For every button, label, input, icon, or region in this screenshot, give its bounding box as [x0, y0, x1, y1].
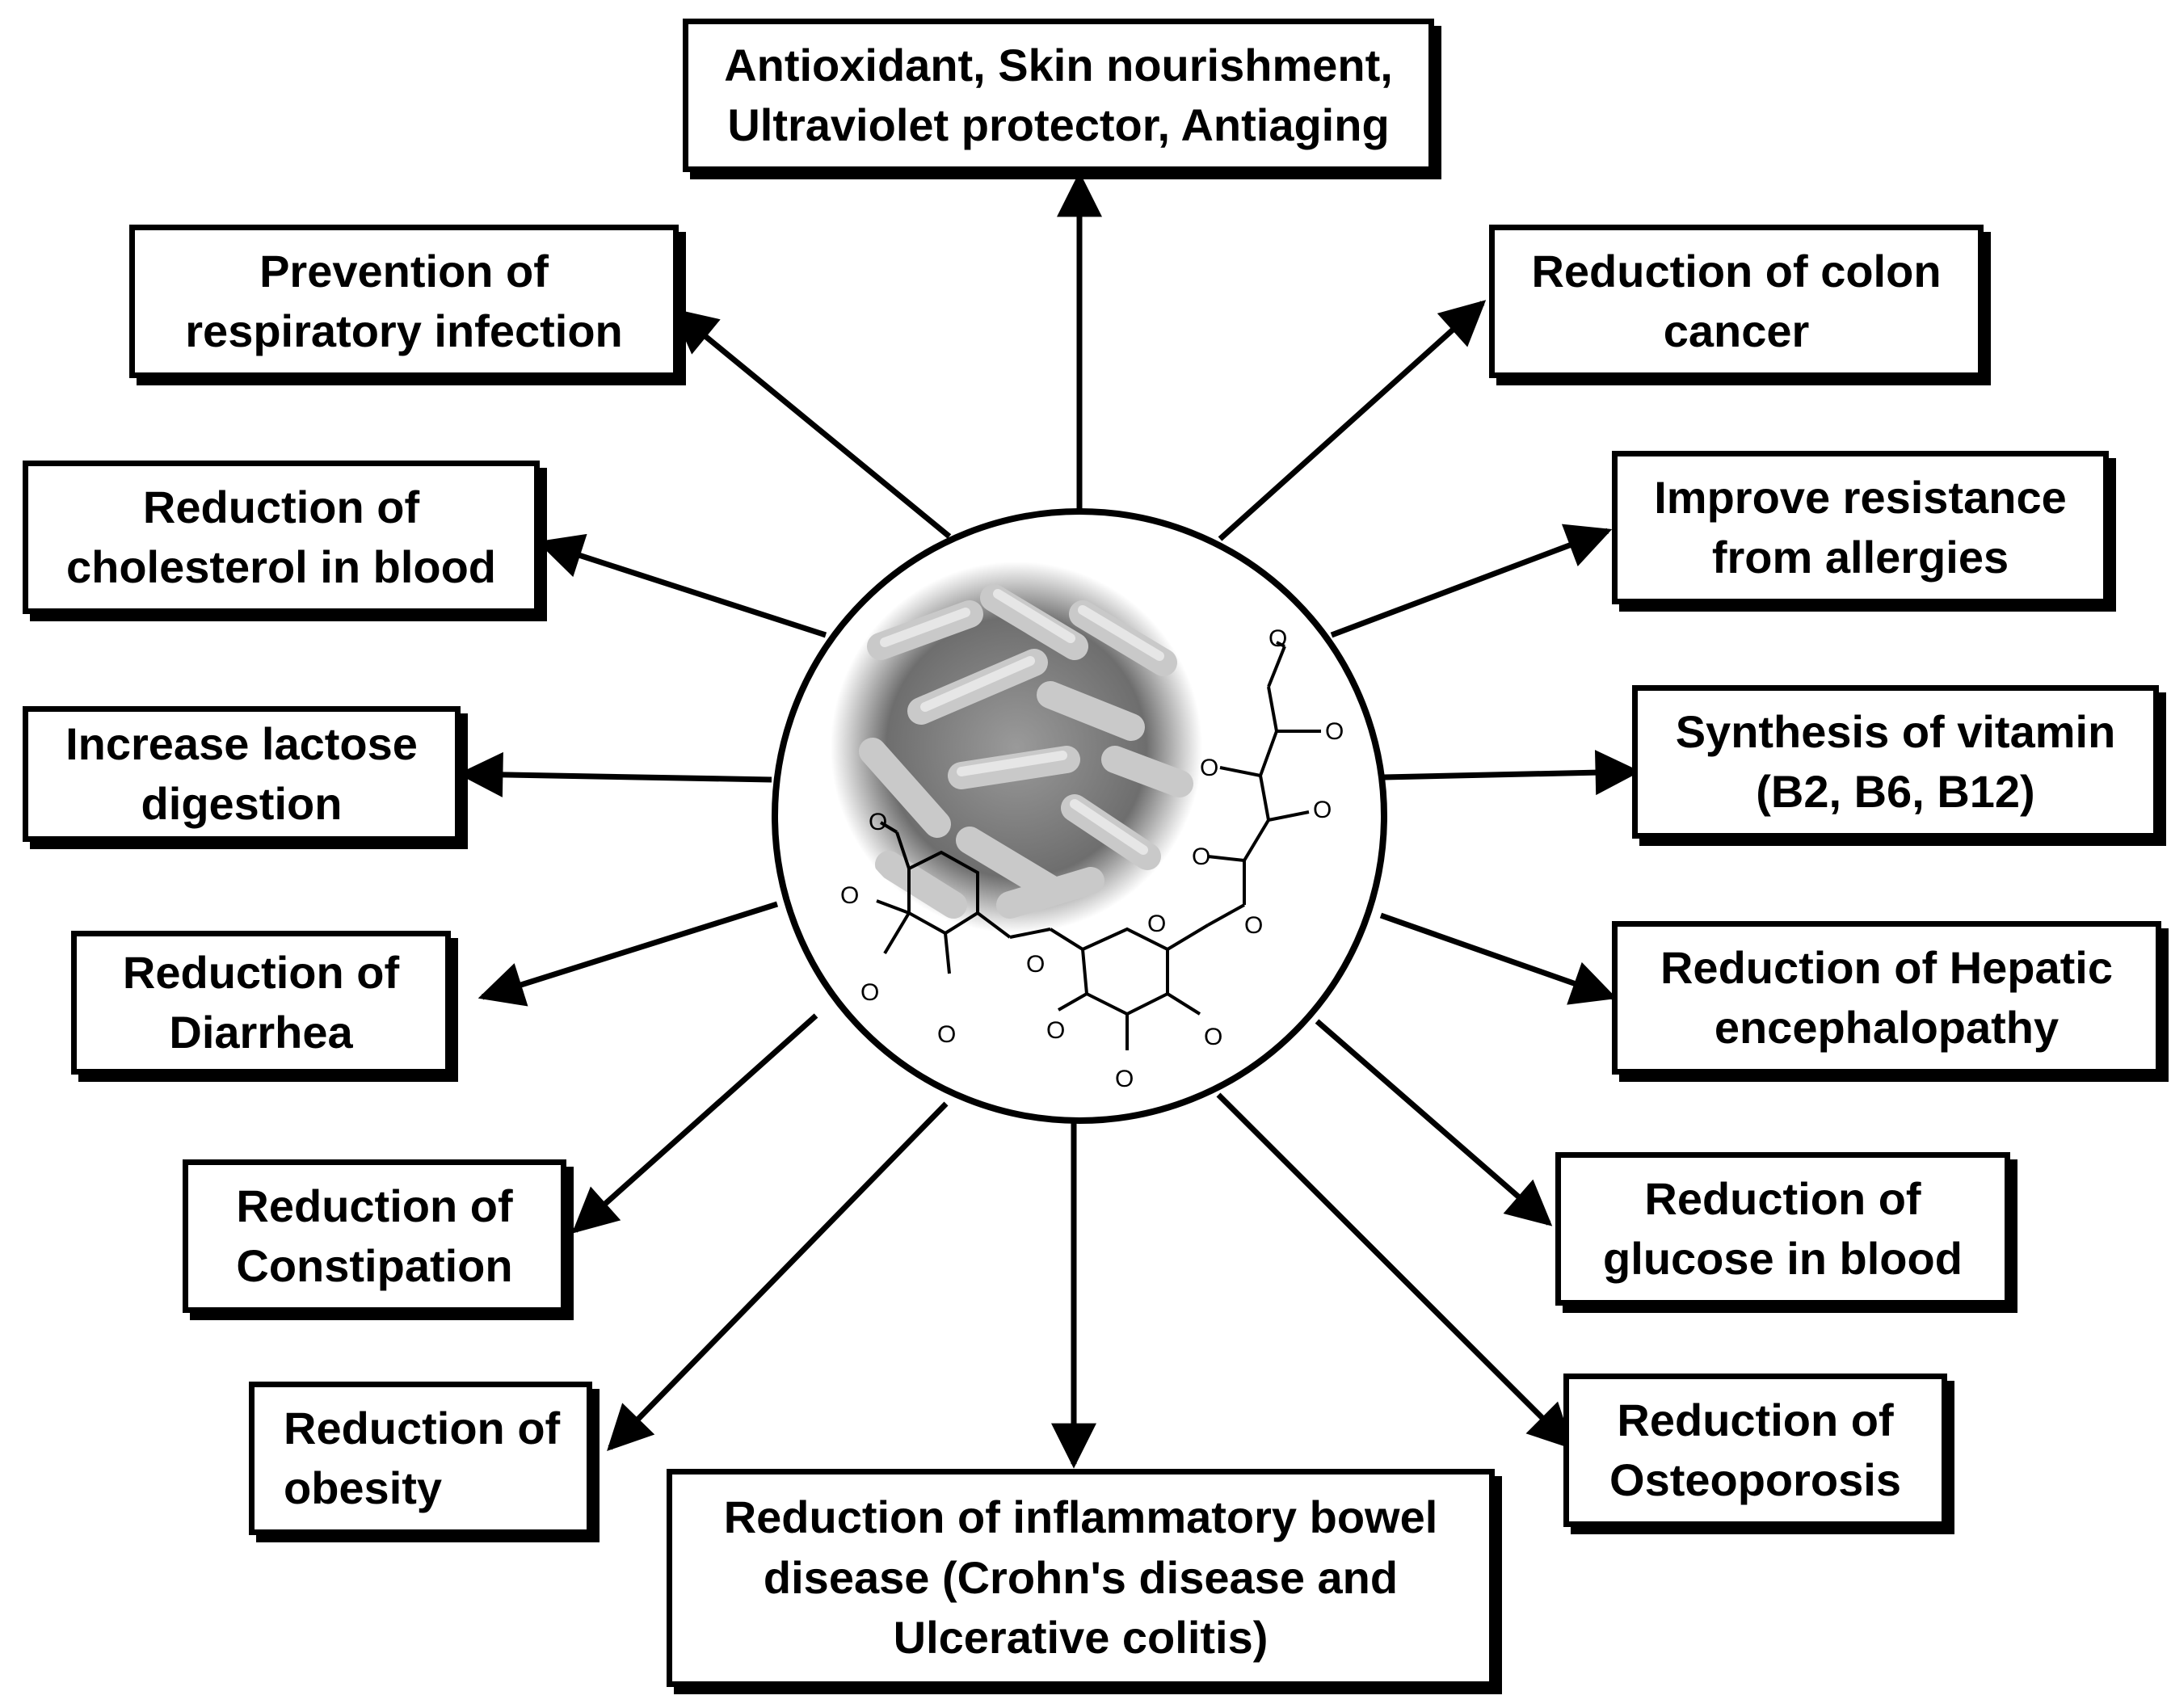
svg-text:O: O: [1046, 1017, 1065, 1044]
box-osteoporosis-label: Reduction of Osteoporosis: [1609, 1394, 1901, 1505]
box-constipation: Reduction of Constipation: [183, 1159, 566, 1313]
arrow-allergies: [1330, 524, 1613, 638]
svg-text:O: O: [1325, 718, 1344, 745]
box-hepatic-encephalopathy-label: Reduction of Hepatic encephalopathy: [1660, 941, 2114, 1053]
svg-text:O: O: [1204, 1024, 1222, 1050]
oligosaccharide-structure: [876, 641, 1321, 1050]
box-antioxidant: Antioxidant, Skin nourishment, Ultraviol…: [683, 19, 1434, 172]
arrow-glucose: [1315, 1019, 1553, 1226]
arrow-constipation: [571, 1013, 818, 1234]
arrow-hepatic: [1379, 912, 1618, 1005]
box-inflammatory-bowel-disease: Reduction of inflammatory bowel disease …: [667, 1469, 1495, 1687]
box-hepatic-encephalopathy: Reduction of Hepatic encephalopathy: [1612, 921, 2161, 1075]
box-respiratory-infection-label: Prevention of respiratory infection: [185, 245, 623, 356]
box-respiratory-infection: Prevention of respiratory infection: [129, 225, 679, 378]
arrow-obesity: [607, 1101, 949, 1452]
svg-text:O: O: [1313, 797, 1332, 823]
arrow-vitamin: [1383, 750, 1641, 796]
box-colon-cancer: Reduction of colon cancer: [1489, 225, 1984, 378]
box-vitamin-synthesis: Synthesis of vitamin (B2, B6, B12): [1632, 685, 2159, 839]
atom-labels: O O O O O O O O O O O O O O O: [840, 625, 1344, 1092]
box-glucose-label: Reduction of glucose in blood: [1603, 1172, 1963, 1284]
svg-text:O: O: [1115, 1066, 1134, 1092]
arrow-colon: [1218, 300, 1487, 541]
box-obesity: Reduction of obesity: [249, 1382, 592, 1535]
box-cholesterol: Reduction of cholesterol in blood: [23, 461, 540, 614]
box-glucose: Reduction of glucose in blood: [1555, 1152, 2010, 1306]
bacteria-micrograph-image: [831, 562, 1202, 933]
svg-text:O: O: [1026, 951, 1045, 978]
box-antioxidant-label: Antioxidant, Skin nourishment, Ultraviol…: [724, 39, 1393, 150]
box-allergies: Improve resistance from allergies: [1612, 451, 2109, 604]
box-diarrhea: Reduction of Diarrhea: [71, 931, 451, 1075]
svg-text:O: O: [860, 979, 879, 1006]
arrow-lactose: [457, 751, 772, 797]
svg-text:O: O: [1244, 912, 1263, 939]
box-diarrhea-label: Reduction of Diarrhea: [122, 946, 400, 1058]
box-osteoporosis: Reduction of Osteoporosis: [1563, 1374, 1947, 1527]
box-cholesterol-label: Reduction of cholesterol in blood: [65, 481, 497, 592]
box-inflammatory-bowel-disease-label: Reduction of inflammatory bowel disease …: [723, 1491, 1438, 1664]
arrow-cholesterol: [536, 533, 827, 638]
box-colon-cancer-label: Reduction of colon cancer: [1531, 245, 1942, 356]
arrow-osteoporosis: [1216, 1092, 1574, 1449]
box-obesity-label: Reduction of obesity: [284, 1402, 561, 1513]
box-lactose-digestion-label: Increase lactose digestion: [65, 717, 418, 829]
box-vitamin-synthesis-label: Synthesis of vitamin (B2, B6, B12): [1675, 705, 2116, 817]
svg-text:O: O: [869, 809, 887, 835]
svg-text:O: O: [1200, 755, 1218, 781]
arrow-respiratory: [671, 308, 952, 539]
svg-text:O: O: [1192, 843, 1210, 870]
box-constipation-label: Reduction of Constipation: [236, 1180, 513, 1291]
svg-text:O: O: [840, 882, 859, 909]
box-allergies-label: Improve resistance from allergies: [1654, 471, 2067, 583]
box-lactose-digestion: Increase lactose digestion: [23, 706, 461, 842]
svg-text:O: O: [937, 1021, 956, 1048]
arrow-diarrhea: [478, 901, 779, 1007]
svg-text:O: O: [1147, 911, 1166, 937]
svg-text:O: O: [1269, 625, 1287, 652]
